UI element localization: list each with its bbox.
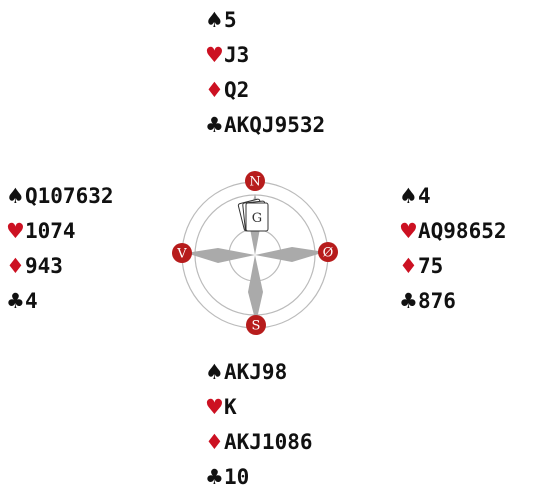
seat-north-badge bbox=[245, 171, 265, 191]
seat-north-label: N bbox=[249, 175, 260, 190]
east-spades-cards: 4 bbox=[418, 184, 431, 208]
heart-icon: ♥ bbox=[205, 43, 224, 67]
east-spades: ♠4 bbox=[399, 179, 507, 214]
seat-west-label: V bbox=[176, 247, 187, 262]
north-hearts: ♥J3 bbox=[205, 38, 325, 73]
east-clubs: ♣876 bbox=[399, 284, 507, 319]
south-hearts: ♥K bbox=[205, 390, 313, 425]
seat-east-badge bbox=[318, 242, 338, 262]
heart-icon: ♥ bbox=[6, 219, 25, 243]
south-diamonds: ♦AKJ1086 bbox=[205, 425, 313, 460]
east-hearts-cards: AQ98652 bbox=[418, 219, 507, 243]
north-hearts-cards: J3 bbox=[224, 43, 250, 67]
north-hand: ♠5 ♥J3 ♦Q2 ♣AKQJ9532 bbox=[205, 3, 325, 143]
south-clubs-cards: 10 bbox=[224, 465, 250, 489]
compass-arm-west bbox=[186, 248, 255, 263]
heart-icon: ♥ bbox=[205, 395, 224, 419]
seat-east-label: Ø bbox=[323, 246, 334, 261]
club-icon: ♣ bbox=[205, 465, 224, 489]
north-clubs: ♣AKQJ9532 bbox=[205, 108, 325, 143]
spade-icon: ♠ bbox=[205, 8, 224, 32]
west-hand: ♠Q107632 ♥1074 ♦943 ♣4 bbox=[6, 179, 114, 319]
south-spades: ♠AKJ98 bbox=[205, 355, 313, 390]
east-hand: ♠4 ♥AQ98652 ♦75 ♣876 bbox=[399, 179, 507, 319]
east-diamonds: ♦75 bbox=[399, 249, 507, 284]
south-hand: ♠AKJ98 ♥K ♦AKJ1086 ♣10 bbox=[205, 355, 313, 495]
north-spades-cards: 5 bbox=[224, 8, 237, 32]
north-clubs-cards: AKQJ9532 bbox=[224, 113, 326, 137]
west-diamonds: ♦943 bbox=[6, 249, 114, 284]
south-diamonds-cards: AKJ1086 bbox=[224, 430, 313, 454]
compass-arm-east bbox=[255, 247, 325, 262]
diamond-icon: ♦ bbox=[205, 430, 224, 454]
east-diamonds-cards: 75 bbox=[418, 254, 444, 278]
north-diamonds: ♦Q2 bbox=[205, 73, 325, 108]
west-hearts-cards: 1074 bbox=[25, 219, 76, 243]
seat-west-badge bbox=[172, 243, 192, 263]
south-hearts-cards: K bbox=[224, 395, 237, 419]
west-diamonds-cards: 943 bbox=[25, 254, 63, 278]
west-clubs: ♣4 bbox=[6, 284, 114, 319]
seat-south-label: S bbox=[252, 319, 261, 334]
west-clubs-cards: 4 bbox=[25, 289, 38, 313]
heart-icon: ♥ bbox=[399, 219, 418, 243]
south-spades-cards: AKJ98 bbox=[224, 360, 288, 384]
west-spades: ♠Q107632 bbox=[6, 179, 114, 214]
dealer-cards-icon bbox=[237, 198, 269, 232]
club-icon: ♣ bbox=[205, 113, 224, 137]
dealer-label: G bbox=[252, 211, 262, 226]
diamond-icon: ♦ bbox=[399, 254, 418, 278]
club-icon: ♣ bbox=[6, 289, 25, 313]
north-diamonds-cards: Q2 bbox=[224, 78, 250, 102]
compass-arm-south bbox=[248, 255, 263, 323]
club-icon: ♣ bbox=[399, 289, 418, 313]
spade-icon: ♠ bbox=[6, 184, 25, 208]
west-hearts: ♥1074 bbox=[6, 214, 114, 249]
north-spades: ♠5 bbox=[205, 3, 325, 38]
diamond-icon: ♦ bbox=[205, 78, 224, 102]
compass-table: G N Ø S V bbox=[172, 171, 338, 335]
west-spades-cards: Q107632 bbox=[25, 184, 114, 208]
spade-icon: ♠ bbox=[205, 360, 224, 384]
east-clubs-cards: 876 bbox=[418, 289, 456, 313]
east-hearts: ♥AQ98652 bbox=[399, 214, 507, 249]
seat-south-badge bbox=[246, 315, 266, 335]
diamond-icon: ♦ bbox=[6, 254, 25, 278]
spade-icon: ♠ bbox=[399, 184, 418, 208]
south-clubs: ♣10 bbox=[205, 460, 313, 495]
